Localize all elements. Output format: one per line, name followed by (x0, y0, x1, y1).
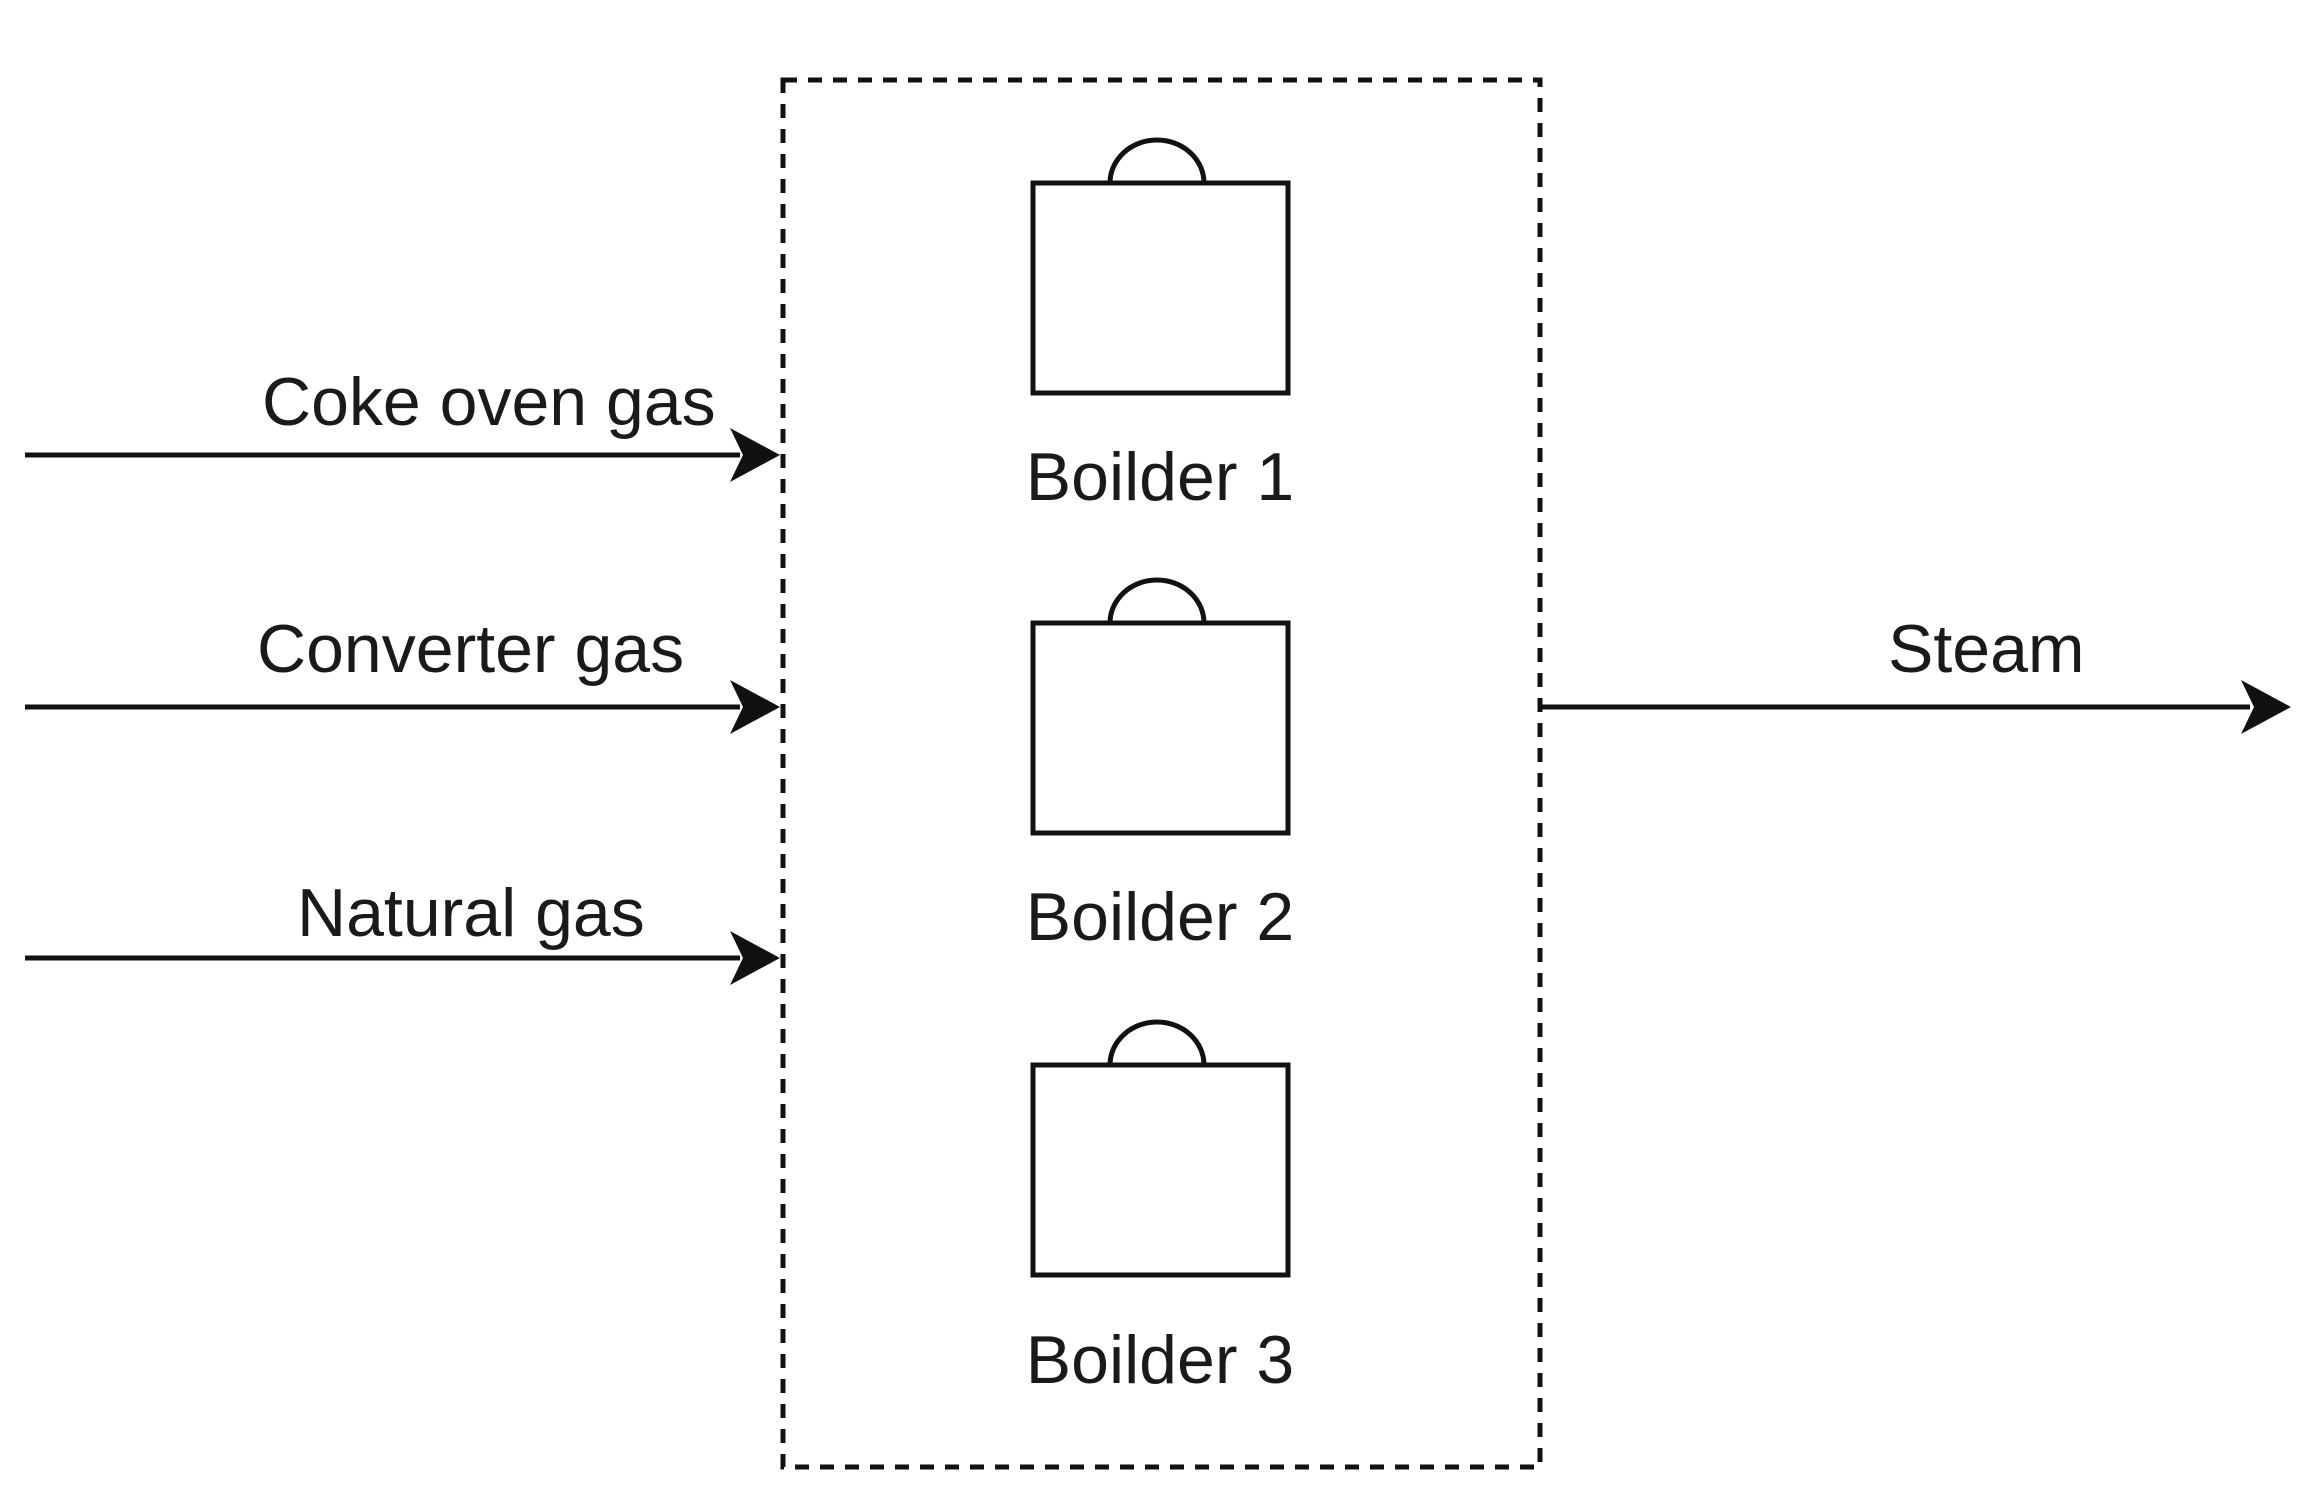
boiler-dome-icon (1107, 577, 1207, 626)
boiler-1: Boilder 1 (1026, 137, 1294, 515)
boiler-2: Boilder 2 (1026, 577, 1294, 955)
arrowhead (730, 680, 780, 734)
input-arrow-natural-gas: Natural gas (25, 875, 780, 985)
arrowhead (730, 931, 780, 985)
boiler-label: Boilder 1 (1026, 439, 1294, 515)
boiler-dome-icon (1107, 1019, 1207, 1068)
input-label: Coke oven gas (262, 364, 716, 440)
boiler-dome-icon (1107, 137, 1207, 186)
arrowhead (2241, 680, 2291, 734)
input-label: Converter gas (257, 611, 684, 687)
arrowhead (730, 428, 780, 482)
boiler-label: Boilder 3 (1026, 1322, 1294, 1398)
output-arrow-steam: Steam (1540, 611, 2291, 734)
boiler-icon (1030, 620, 1291, 836)
input-label: Natural gas (297, 875, 645, 951)
boiler-icon (1030, 1062, 1291, 1278)
boiler-label: Boilder 2 (1026, 879, 1294, 955)
boiler-3: Boilder 3 (1026, 1019, 1294, 1398)
output-label: Steam (1888, 611, 2085, 687)
boiler-icon (1030, 180, 1291, 396)
input-arrow-converter-gas: Converter gas (25, 611, 780, 734)
system-boundary (780, 77, 1543, 1470)
input-arrow-coke-oven-gas: Coke oven gas (25, 364, 780, 482)
